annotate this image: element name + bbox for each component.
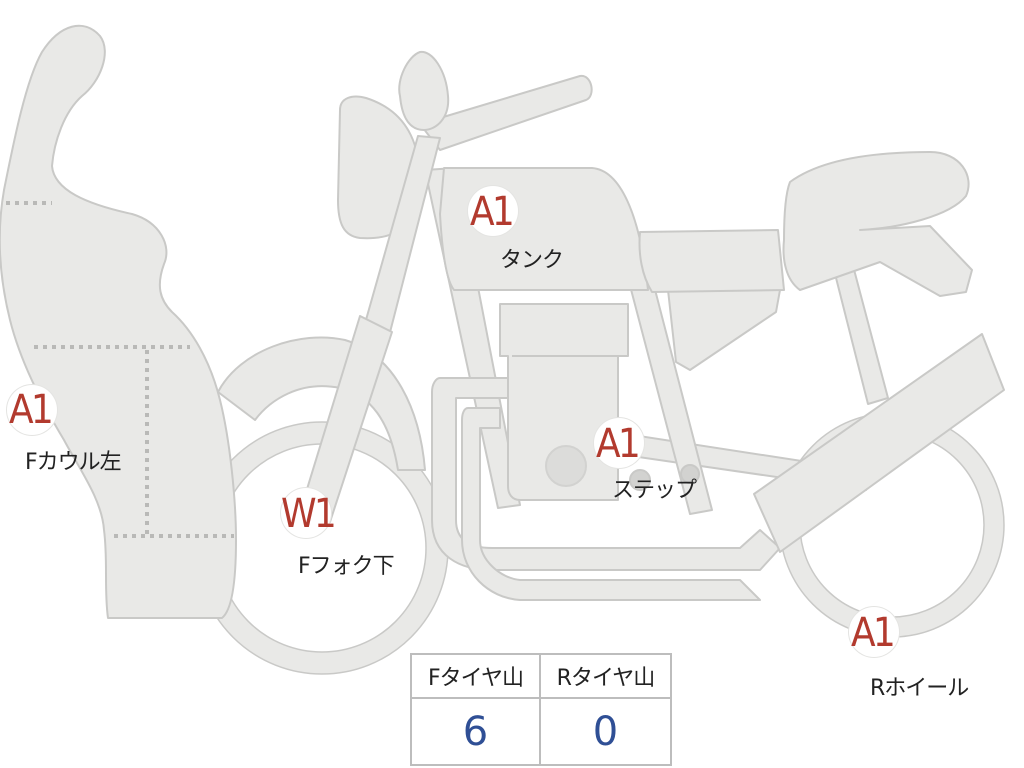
exhaust-pipe-lower (461, 407, 761, 601)
rear-tire-tread-value: 0 (592, 708, 619, 755)
part-label-front-cowl-left: Fカウル左 (25, 450, 122, 475)
part-label-tank: タンク (500, 248, 564, 273)
tire-tread-table: Fタイヤ山 Rタイヤ山 6 0 (410, 653, 672, 766)
front-fork-lower-tube (299, 315, 393, 523)
damage-code-rear-wheel: A1 (851, 610, 896, 656)
seat-rear (782, 151, 973, 297)
seat-front (638, 229, 785, 293)
marker-step (594, 418, 644, 468)
damage-code-front-fork-lower: W1 (281, 491, 337, 537)
side-cover (667, 289, 781, 371)
part-label-rear-wheel: Rホイール (870, 676, 969, 701)
marker-front-cowl-left (7, 385, 57, 435)
swingarm (753, 333, 1005, 553)
front-tire-tread-header: Fタイヤ山 (412, 655, 541, 699)
marker-tank (468, 186, 518, 236)
rear-tire-tread-header: Rタイヤ山 (541, 655, 670, 699)
part-label-front-fork-lower: Fフォク下 (298, 554, 395, 579)
marker-front-fork-lower (281, 488, 331, 538)
damage-code-step: A1 (596, 421, 641, 467)
part-label-step: ステップ (612, 478, 697, 503)
damage-code-tank: A1 (470, 189, 515, 235)
rear-shock (831, 261, 889, 405)
damage-code-front-cowl-left: A1 (9, 387, 54, 433)
front-tire-tread-value: 6 (412, 699, 541, 764)
front-cowl (0, 24, 237, 619)
mirror (398, 50, 450, 131)
handlebar (419, 74, 593, 151)
marker-rear-wheel (849, 607, 899, 657)
engine-cover (545, 445, 587, 487)
